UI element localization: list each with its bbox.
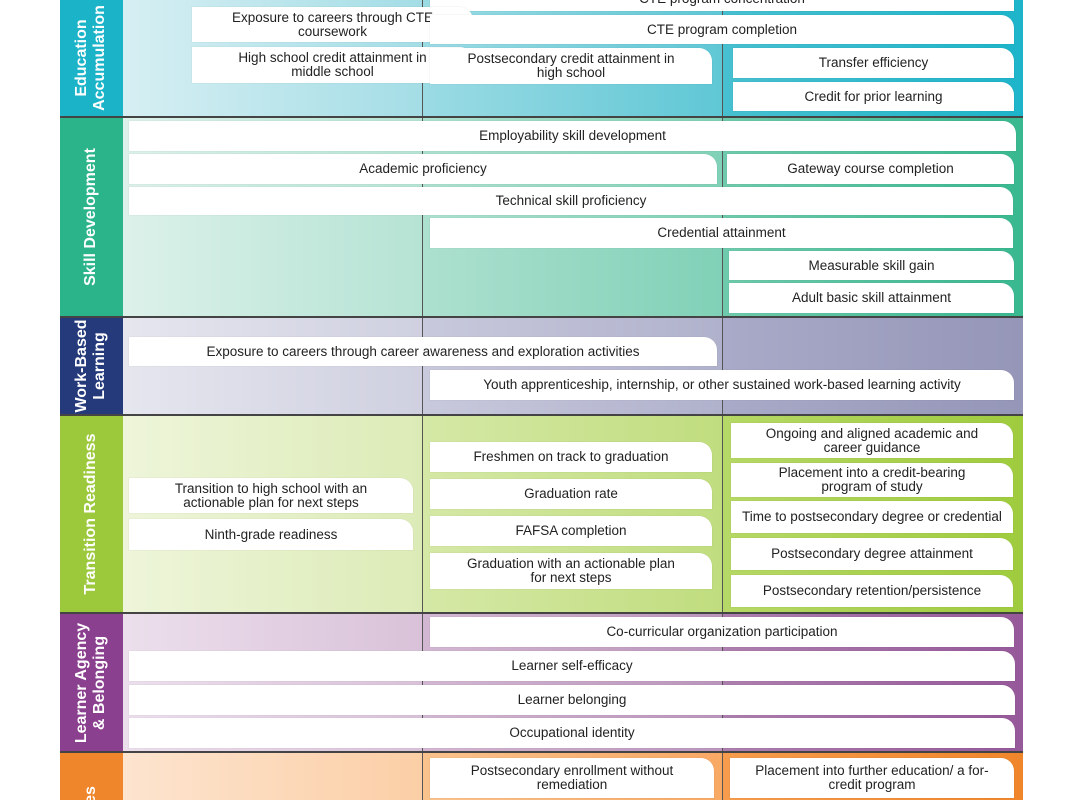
item-self-efficacy: Learner self-efficacy (129, 651, 1015, 681)
side-label-education: Education Accumulation (60, 0, 123, 116)
col-middle-school (123, 118, 423, 316)
col-middle-school (123, 416, 423, 612)
row-label-wbl: Work-Based Learning (73, 319, 108, 413)
item-placement-credit: Placement into a credit-bearing program … (731, 463, 1013, 497)
divider (422, 118, 423, 316)
divider (722, 118, 723, 316)
item-fafsa: FAFSA completion (430, 516, 712, 546)
side-label-outcomes: es (60, 753, 123, 800)
item-retention: Postsecondary retention/persistence (731, 575, 1013, 607)
item-hs-credit-ms: High school credit attainment in middle … (192, 47, 473, 83)
item-exposure-activities: Exposure to careers through career aware… (129, 337, 717, 366)
area-wbl: Exposure to careers through career aware… (123, 318, 1023, 414)
item-ninth-grade: Ninth-grade readiness (129, 519, 413, 550)
item-graduation-rate: Graduation rate (430, 479, 712, 509)
side-label-transition: Transition Readiness (60, 416, 123, 612)
area-education: CTE program concentration Exposure to ca… (123, 0, 1023, 116)
row-label-outcomes: es (82, 786, 99, 800)
item-ps-degree: Postsecondary degree attainment (731, 538, 1013, 570)
item-learner-belonging: Learner belonging (129, 685, 1015, 715)
divider (722, 614, 723, 751)
row-label-education: Education Accumulation (73, 5, 108, 111)
item-transfer-efficiency: Transfer efficiency (733, 48, 1014, 78)
item-occupational-identity: Occupational identity (129, 718, 1015, 748)
item-transition-hs: Transition to high school with an action… (129, 478, 413, 513)
area-outcomes: Postsecondary enrollment without remedia… (123, 753, 1023, 800)
item-gateway-course: Gateway course completion (727, 154, 1014, 184)
item-apprenticeship: Youth apprenticeship, internship, or oth… (430, 370, 1014, 400)
item-measurable-skill: Measurable skill gain (729, 251, 1014, 280)
band-skill-development: Skill Development Employability skill de… (60, 118, 1023, 316)
band-transition-readiness: Transition Readiness Transition to high … (60, 416, 1023, 612)
band-learner-agency: Learner Agency & Belonging Co-curricular… (60, 614, 1023, 751)
row-label-skill: Skill Development (82, 148, 99, 286)
area-agency: Co-curricular organization participation… (123, 614, 1023, 751)
divider (422, 318, 423, 414)
divider (722, 0, 723, 116)
col-middle-school (123, 753, 423, 800)
item-prior-learning: Credit for prior learning (733, 82, 1014, 111)
item-ps-enrollment: Postsecondary enrollment without remedia… (430, 758, 714, 798)
col-middle-school (123, 318, 423, 414)
item-cte-completion: CTE program completion (430, 15, 1014, 44)
item-academic-proficiency: Academic proficiency (129, 154, 717, 184)
col-high-school (423, 118, 723, 316)
item-freshmen-on-track: Freshmen on track to graduation (430, 442, 712, 472)
row-label-agency: Learner Agency & Belonging (73, 622, 108, 743)
side-label-wbl: Work-Based Learning (60, 318, 123, 414)
item-time-to-degree: Time to postsecondary degree or credenti… (731, 501, 1013, 533)
item-cocurricular: Co-curricular organization participation (430, 617, 1014, 647)
area-skill: Employability skill development Academic… (123, 118, 1023, 316)
band-education-accumulation: Education Accumulation CTE program conce… (60, 0, 1023, 116)
area-transition: Transition to high school with an action… (123, 416, 1023, 612)
band-work-based-learning: Work-Based Learning Exposure to careers … (60, 318, 1023, 414)
item-adult-basic-skill: Adult basic skill attainment (729, 283, 1014, 313)
side-label-skill: Skill Development (60, 118, 123, 316)
item-exposure-cte: Exposure to careers through CTE coursewo… (192, 7, 473, 42)
item-ps-credit-hs: Postsecondary credit attainment in high … (430, 48, 712, 84)
divider (722, 318, 723, 414)
band-outcomes: es Postsecondary enrollment without reme… (60, 753, 1023, 800)
item-technical-skill: Technical skill proficiency (129, 187, 1013, 215)
divider (722, 753, 723, 800)
item-employability: Employability skill development (129, 121, 1016, 151)
item-graduation-plan: Graduation with an actionable plan for n… (430, 553, 712, 589)
divider (422, 753, 423, 800)
item-career-guidance: Ongoing and aligned academic and career … (731, 423, 1013, 458)
divider (722, 416, 723, 612)
item-cte-concentration: CTE program concentration (430, 0, 1014, 11)
divider (422, 614, 423, 751)
item-further-education: Placement into further education/ a for-… (730, 758, 1014, 798)
divider (422, 416, 423, 612)
row-label-transition: Transition Readiness (82, 433, 99, 595)
item-credential-attainment: Credential attainment (430, 218, 1013, 248)
side-label-agency: Learner Agency & Belonging (60, 614, 123, 751)
